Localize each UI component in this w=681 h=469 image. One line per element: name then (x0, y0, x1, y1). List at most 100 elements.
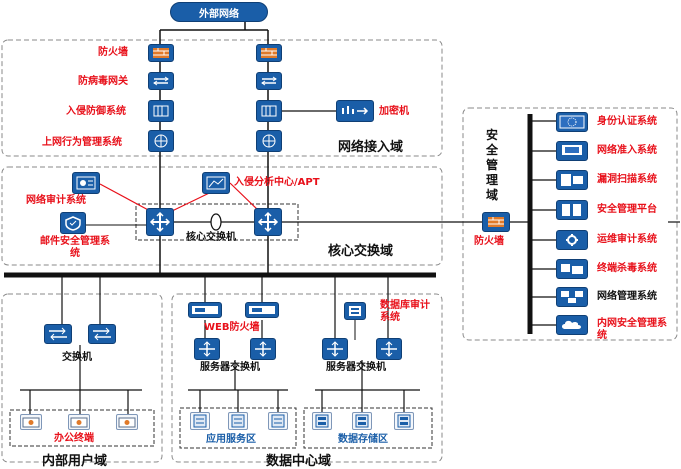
core-switching-zone-title: 核心交换域 (328, 244, 394, 259)
firewall-device-right[interactable] (256, 44, 282, 62)
security-device-8[interactable] (556, 315, 588, 335)
security-label-4: 安全管理平台 (597, 204, 657, 215)
storage-2[interactable] (352, 412, 372, 430)
security-device-2[interactable] (556, 141, 588, 161)
network-access-frame (1, 39, 443, 157)
storage-3[interactable] (394, 412, 414, 430)
internal-user-frame (1, 293, 163, 463)
internal-switch-right[interactable] (88, 324, 116, 344)
security-label-2: 网络准入系统 (597, 145, 657, 156)
behavior-mgmt-icon (262, 134, 276, 148)
app-server-1[interactable] (190, 412, 210, 430)
antivirus-gateway-label: 防病毒网关 (78, 76, 128, 87)
security-label-1: 身份认证系统 (597, 116, 657, 127)
terminal-icon (70, 417, 88, 428)
terminal-icon (22, 417, 40, 428)
security-mgmt-zone-title: 安全管理域 (485, 128, 498, 202)
security-device-5[interactable] (556, 230, 588, 250)
office-terminal-1[interactable] (20, 414, 42, 430)
ids-icon (206, 176, 226, 190)
app-server-3[interactable] (268, 412, 288, 430)
db-audit-device[interactable] (344, 302, 366, 320)
server-switch-1a[interactable] (194, 338, 220, 360)
scanner-icon (561, 174, 583, 186)
core-switching-frame (1, 166, 443, 266)
firewall-device-left[interactable] (148, 44, 174, 62)
ips-label: 入侵防御系统 (66, 106, 126, 117)
external-network-node[interactable]: 外部网络 (170, 2, 268, 22)
side-firewall-label: 防火墙 (474, 236, 504, 247)
core-switch-label: 核心交换机 (186, 232, 236, 243)
server-switch-2b[interactable] (376, 338, 402, 360)
firewall-icon (488, 217, 504, 227)
devices-icon (561, 264, 583, 274)
database-icon (349, 306, 361, 316)
identity-icon (559, 115, 585, 129)
shield-icon (65, 216, 81, 231)
side-firewall-device[interactable] (482, 212, 510, 232)
firewall-label: 防火墙 (98, 47, 128, 58)
security-device-3[interactable] (556, 170, 588, 190)
server-switch-2a[interactable] (322, 338, 348, 360)
network-audit-label: 网络审计系统 (26, 195, 86, 206)
antivirus-gateway-right[interactable] (256, 72, 282, 90)
storage-icon (355, 414, 369, 428)
security-device-4[interactable] (556, 200, 588, 220)
web-firewall-left[interactable] (188, 302, 222, 318)
security-label-6: 终端杀毒系统 (597, 263, 657, 274)
ips-icon (261, 105, 277, 117)
ips-icon (153, 105, 169, 117)
switch-icon (49, 327, 67, 341)
security-device-6[interactable] (556, 259, 588, 279)
web-firewall-right[interactable] (245, 302, 279, 318)
encryptor-label: 加密机 (379, 106, 409, 117)
antivirus-gateway-left[interactable] (148, 72, 174, 90)
mail-security-device[interactable] (60, 212, 86, 234)
mail-security-label: 邮件安全管理系统 (40, 236, 110, 259)
behavior-mgmt-right[interactable] (256, 130, 282, 152)
data-storage-frame (303, 407, 433, 449)
monitor-icon (562, 145, 582, 155)
server-icon (231, 414, 245, 428)
switch-arrows-icon (199, 341, 215, 357)
security-label-7: 网络管理系统 (597, 291, 657, 302)
server-switch-1b[interactable] (250, 338, 276, 360)
core-switch-right[interactable] (254, 208, 282, 236)
external-network-label: 外部网络 (199, 8, 239, 20)
office-terminal-label: 办公终端 (54, 433, 94, 444)
network-icon (561, 291, 583, 303)
office-terminal-3[interactable] (116, 414, 138, 430)
firewall-icon (153, 48, 169, 58)
security-device-7[interactable] (556, 287, 588, 307)
server-icon (562, 204, 581, 216)
behavior-mgmt-left[interactable] (148, 130, 174, 152)
switch-icon (93, 327, 111, 341)
data-center-frame (171, 293, 443, 463)
encryptor-device[interactable] (336, 100, 374, 122)
ids-apt-device[interactable] (202, 172, 230, 194)
behavior-mgmt-label: 上网行为管理系统 (42, 137, 122, 148)
app-server-2[interactable] (228, 412, 248, 430)
web-firewall-icon (192, 306, 218, 314)
switch-arrows-icon (149, 211, 171, 233)
storage-icon (315, 414, 329, 428)
internal-switch-left[interactable] (44, 324, 72, 344)
ips-device-right[interactable] (256, 100, 282, 122)
firewall-icon (261, 48, 277, 58)
gear-icon (566, 234, 578, 246)
data-storage-area-label: 数据存储区 (338, 434, 388, 445)
core-switch-left[interactable] (146, 208, 174, 236)
security-label-8: 内网安全管理系统 (597, 318, 667, 341)
web-firewall-label: WEB防火墙 (204, 322, 260, 333)
network-audit-device[interactable] (72, 172, 100, 194)
office-terminal-2[interactable] (68, 414, 90, 430)
ips-device-left[interactable] (148, 100, 174, 122)
gateway-icon (261, 76, 277, 86)
gateway-icon (153, 76, 169, 86)
security-mgmt-frame (462, 107, 678, 341)
security-label-5: 运维审计系统 (597, 234, 657, 245)
switch-arrows-icon (257, 211, 279, 233)
storage-1[interactable] (312, 412, 332, 430)
terminal-icon (118, 417, 136, 428)
security-device-1[interactable] (556, 112, 588, 132)
